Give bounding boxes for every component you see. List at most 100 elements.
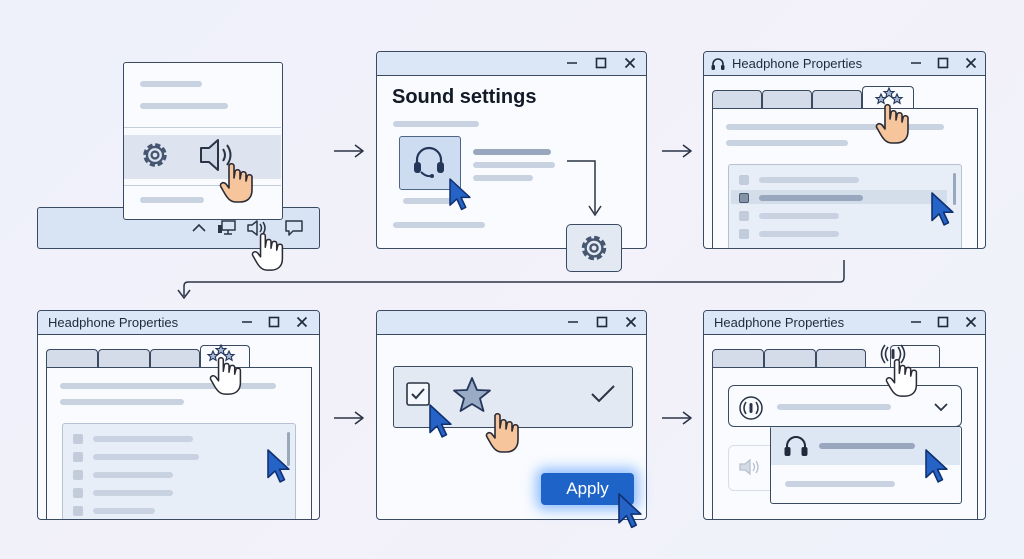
window-title: Sound settings: [392, 86, 537, 108]
arrow-cursor-icon: [429, 404, 452, 438]
close-icon[interactable]: [965, 316, 977, 328]
headset-icon: [414, 146, 444, 178]
star-icon: [453, 377, 491, 412]
flyout-divider: [124, 185, 281, 186]
titlebar: [377, 311, 646, 335]
tab-enhancements[interactable]: [862, 86, 914, 108]
headphone-properties-window: Headphone Properties: [37, 310, 320, 520]
right-arrow-icon: [333, 144, 364, 158]
placeholder-line: [759, 231, 839, 237]
placeholder-line: [393, 121, 479, 127]
hand-cursor-icon: [875, 103, 909, 144]
minimize-icon[interactable]: [910, 316, 922, 328]
close-icon[interactable]: [624, 57, 636, 69]
tab[interactable]: [762, 90, 812, 108]
hand-cursor-icon: [209, 357, 242, 395]
maximize-icon[interactable]: [268, 316, 280, 328]
placeholder-line: [759, 213, 839, 219]
window-title: Headphone Properties: [714, 315, 845, 330]
window-title: Headphone Properties: [48, 315, 179, 330]
minimize-icon[interactable]: [567, 316, 579, 328]
minimize-icon[interactable]: [566, 57, 578, 69]
placeholder-line: [759, 177, 859, 183]
chevron-down-icon[interactable]: [933, 401, 949, 413]
enhancements-list[interactable]: [62, 423, 296, 519]
placeholder-line: [759, 195, 863, 201]
maximize-icon[interactable]: [937, 57, 949, 69]
placeholder-line: [93, 436, 193, 442]
tab[interactable]: [98, 349, 150, 367]
placeholder-line: [140, 81, 202, 87]
spatial-sound-icon: [739, 396, 763, 420]
placeholder-line: [726, 124, 944, 130]
checkbox[interactable]: [739, 211, 749, 221]
close-icon[interactable]: [965, 57, 977, 69]
speaker-icon[interactable]: [198, 136, 242, 176]
checkbox[interactable]: [739, 175, 749, 185]
scrollbar[interactable]: [953, 173, 956, 205]
maximize-icon[interactable]: [595, 57, 607, 69]
sound-settings-window: [376, 51, 647, 249]
arrow-cursor-icon: [925, 449, 948, 483]
checkbox[interactable]: [73, 452, 83, 462]
placeholder-line: [473, 162, 555, 168]
placeholder-line: [403, 198, 455, 204]
checkbox[interactable]: [73, 470, 83, 480]
arrow-cursor-icon: [267, 449, 290, 483]
checkbox[interactable]: [73, 434, 83, 444]
speaker-icon[interactable]: [246, 218, 270, 238]
placeholder-line: [473, 149, 551, 155]
checkbox[interactable]: [739, 193, 749, 203]
gear-icon[interactable]: [140, 140, 170, 170]
chevron-up-icon[interactable]: [192, 223, 206, 233]
right-arrow-icon: [661, 144, 692, 158]
spatial-sound-icon: [880, 344, 906, 364]
checkbox[interactable]: [73, 488, 83, 498]
checkbox[interactable]: [73, 506, 83, 516]
placeholder-line: [60, 399, 184, 405]
checkbox[interactable]: [739, 229, 749, 239]
arrow-cursor-icon: [618, 493, 642, 529]
tab[interactable]: [712, 90, 762, 108]
flyout-divider: [124, 127, 281, 128]
connector-arrow: [567, 160, 602, 217]
minimize-icon[interactable]: [241, 316, 253, 328]
placeholder-line: [93, 508, 155, 514]
minimize-icon[interactable]: [910, 57, 922, 69]
monitor-icon[interactable]: [218, 219, 238, 237]
placeholder-line: [393, 222, 485, 228]
arrow-cursor-icon: [449, 178, 471, 211]
scrollbar[interactable]: [287, 432, 290, 466]
close-icon[interactable]: [296, 316, 308, 328]
tab[interactable]: [816, 349, 866, 367]
maximize-icon[interactable]: [596, 316, 608, 328]
tab[interactable]: [712, 349, 764, 367]
headphones-icon: [784, 436, 808, 456]
close-icon[interactable]: [625, 316, 637, 328]
titlebar: [38, 311, 319, 335]
headphones-icon: [711, 58, 725, 70]
placeholder-line: [726, 140, 848, 146]
placeholder-line: [140, 103, 228, 109]
placeholder-line: [777, 404, 891, 410]
placeholder-line: [473, 175, 533, 181]
tab[interactable]: [150, 349, 200, 367]
tab[interactable]: [812, 90, 862, 108]
hand-cursor-icon: [485, 412, 519, 453]
tab[interactable]: [46, 349, 98, 367]
enhancements-list[interactable]: [728, 164, 962, 248]
checkbox[interactable]: [406, 382, 430, 406]
placeholder-line: [819, 443, 915, 449]
right-arrow-icon: [333, 411, 364, 425]
output-device-tile[interactable]: [399, 136, 461, 190]
quick-settings-flyout: [123, 62, 283, 220]
hand-cursor-icon: [219, 162, 253, 203]
right-arrow-icon: [661, 411, 692, 425]
apply-button[interactable]: Apply: [541, 473, 634, 505]
placeholder-line: [93, 490, 173, 496]
advanced-settings-button[interactable]: [566, 224, 622, 272]
tab[interactable]: [764, 349, 816, 367]
chat-icon[interactable]: [284, 219, 304, 237]
checkmark-icon: [591, 385, 615, 403]
maximize-icon[interactable]: [937, 316, 949, 328]
